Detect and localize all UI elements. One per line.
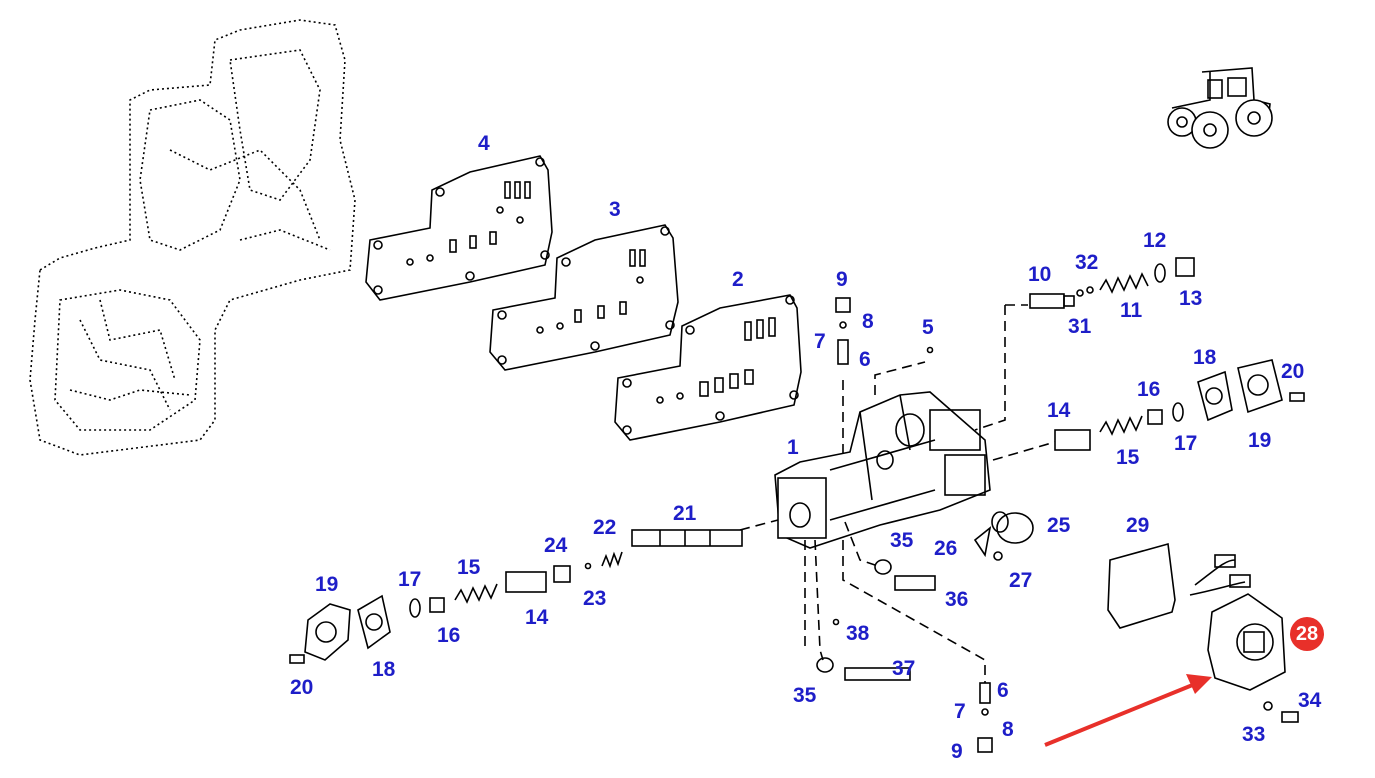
callout-5: 5 [922,316,934,339]
spring-15-left [454,583,498,604]
callout-15-right: 15 [1116,446,1140,469]
ball-38 [832,618,840,626]
sleeve-24 [553,565,571,583]
callout-9-top: 9 [836,268,848,291]
highlight-badge-28[interactable]: 28 [1290,617,1324,651]
callout-15-left: 15 [457,556,481,579]
washer-33 [1263,701,1273,711]
callout-1: 1 [787,436,799,459]
callout-10: 10 [1028,263,1052,286]
valve-6-7-8-9-bottom [977,682,993,753]
callout-6-bottom: 6 [997,679,1009,702]
callout-18-right: 18 [1193,346,1217,369]
callout-20-right: 20 [1281,360,1305,383]
gasket-18-left [357,594,391,650]
ball-23 [584,562,592,570]
spring-15-right [1099,415,1143,436]
callout-38: 38 [846,622,870,645]
callout-7-top: 7 [814,330,826,353]
callout-16-left: 16 [437,624,461,647]
oring-17-right [1172,402,1184,422]
gasket-3 [489,224,679,371]
bolt-37 [844,667,911,681]
tractor-icon [1167,67,1273,149]
callout-22: 22 [593,516,617,539]
callout-19-right: 19 [1248,429,1272,452]
pin-5 [926,346,934,354]
callout-36: 36 [945,588,969,611]
cover-19-left [304,603,351,661]
callout-27: 27 [1009,569,1033,592]
plug-16-right [1147,409,1163,425]
callout-16-right: 16 [1137,378,1161,401]
plug-13 [1175,257,1195,277]
callout-3: 3 [609,198,621,221]
bolt-20-left [289,654,305,664]
valve-14-left [505,571,547,593]
callout-23: 23 [583,587,607,610]
washer-35-top [874,559,892,575]
bolt-36 [894,575,936,591]
gasket-29 [1107,542,1176,629]
plug-10 [1029,293,1075,309]
callout-29: 29 [1126,514,1150,537]
highlight-arrow [1044,674,1212,747]
callout-32: 32 [1075,251,1099,274]
callout-26: 26 [934,537,958,560]
gasket-4 [365,155,553,301]
callout-35-bottom: 35 [793,684,817,707]
callout-34: 34 [1298,689,1322,712]
callout-20-left: 20 [290,676,314,699]
callout-12: 12 [1143,229,1167,252]
screw-34 [1281,711,1299,723]
callout-18-left: 18 [372,658,396,681]
cover-19-right [1237,359,1283,414]
valve-body-1 [774,391,991,549]
callout-17-left: 17 [398,568,422,591]
callout-14-right: 14 [1047,399,1071,422]
callout-25: 25 [1047,514,1071,537]
callout-2: 2 [732,268,744,291]
callout-21: 21 [673,502,697,525]
valve-6-7-8-9-top [835,297,851,365]
screw-27 [993,551,1003,561]
ball-31 [1076,286,1094,297]
callout-17-right: 17 [1174,432,1198,455]
oring-12 [1154,263,1166,283]
callout-14-left: 14 [525,606,549,629]
spring-11 [1099,272,1149,294]
bracket-26 [973,526,992,558]
bolt-20-right [1289,392,1305,402]
callout-9-bottom: 9 [951,740,963,763]
washer-35-bottom [816,657,834,673]
solenoid-25 [991,511,1034,544]
oring-17-left [409,598,421,618]
callout-35-top: 35 [890,529,914,552]
gasket-2 [614,294,802,441]
callout-8-bottom: 8 [1002,718,1014,741]
valve-14-right [1054,429,1091,451]
transmission-housing [29,19,356,456]
spring-22 [601,551,623,569]
plug-16-left [429,597,445,613]
callout-31: 31 [1068,315,1092,338]
callout-8-top: 8 [862,310,874,333]
callout-6-top: 6 [859,348,871,371]
callout-37: 37 [892,657,916,680]
callout-33: 33 [1242,723,1266,746]
callout-11: 11 [1120,299,1143,322]
gasket-18-right [1197,370,1233,422]
callout-24: 24 [544,534,568,557]
callout-13: 13 [1179,287,1203,310]
leader-lines [739,304,1056,685]
callout-4: 4 [478,132,490,155]
callout-7-bottom: 7 [954,700,966,723]
spool-21 [631,529,743,547]
control-module-28 [1189,554,1286,691]
callout-19-left: 19 [315,573,339,596]
